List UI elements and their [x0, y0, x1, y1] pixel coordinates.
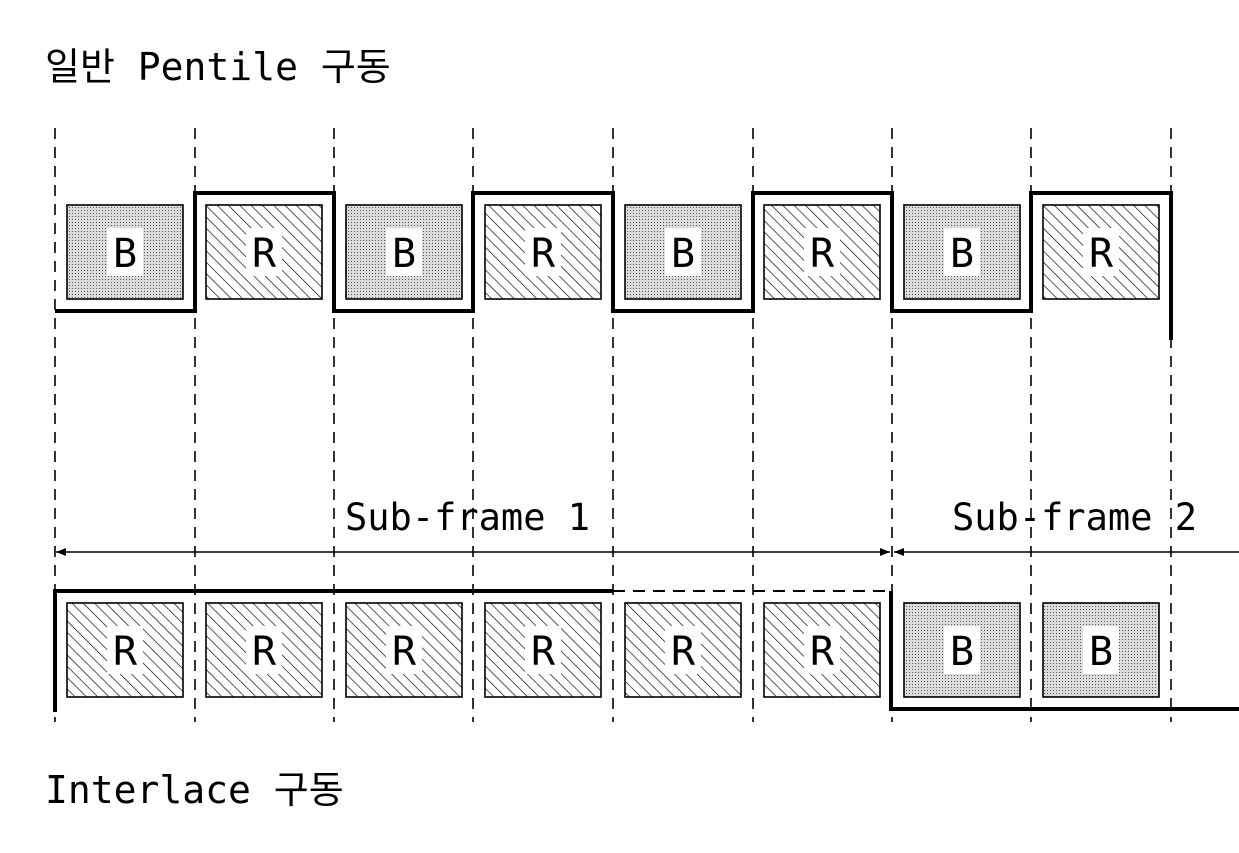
pentile-title: 일반 Pentile 구동 — [45, 45, 391, 89]
subpixel-letter: R — [252, 629, 277, 675]
interlace-cell-2: R — [206, 603, 322, 697]
subpixel-letter: B — [1089, 629, 1113, 675]
subpixel-letter: B — [113, 231, 137, 277]
subpixel-letter: B — [671, 231, 695, 277]
subpixel-letter: B — [950, 231, 974, 277]
subpixel-letter: R — [1089, 231, 1114, 277]
subpixel-letter: R — [810, 629, 835, 675]
interlace-title: Interlace 구동 — [45, 768, 344, 812]
pentile-cell-5: B — [625, 205, 741, 299]
pentile-cell-1: B — [67, 205, 183, 299]
interlace-cell-8: B — [1043, 603, 1159, 697]
interlace-cell-3: R — [346, 603, 462, 697]
interlace-cell-5: R — [625, 603, 741, 697]
interlace-cell-4: R — [485, 603, 601, 697]
subframe-2-label: Sub-frame 2 — [952, 496, 1197, 539]
subpixel-letter: R — [671, 629, 696, 675]
pentile-cell-7: B — [904, 205, 1020, 299]
subpixel-letter: B — [392, 231, 416, 277]
subpixel-letter: R — [531, 231, 556, 277]
subpixel-letter: R — [531, 629, 556, 675]
pentile-cell-2: R — [206, 205, 322, 299]
subframe-1-label: Sub-frame 1 — [345, 496, 590, 539]
subpixel-letter: R — [392, 629, 417, 675]
pentile-cell-3: B — [346, 205, 462, 299]
interlace-cell-1: R — [67, 603, 183, 697]
subpixel-letter: R — [113, 629, 138, 675]
interlace-cell-6: R — [764, 603, 880, 697]
pentile-cell-6: R — [764, 205, 880, 299]
subpixel-letter: R — [252, 231, 277, 277]
subpixel-letter: B — [950, 629, 974, 675]
interlace-cell-7: B — [904, 603, 1020, 697]
pentile-cell-4: R — [485, 205, 601, 299]
subpixel-letter: R — [810, 231, 835, 277]
pentile-cell-8: R — [1043, 205, 1159, 299]
